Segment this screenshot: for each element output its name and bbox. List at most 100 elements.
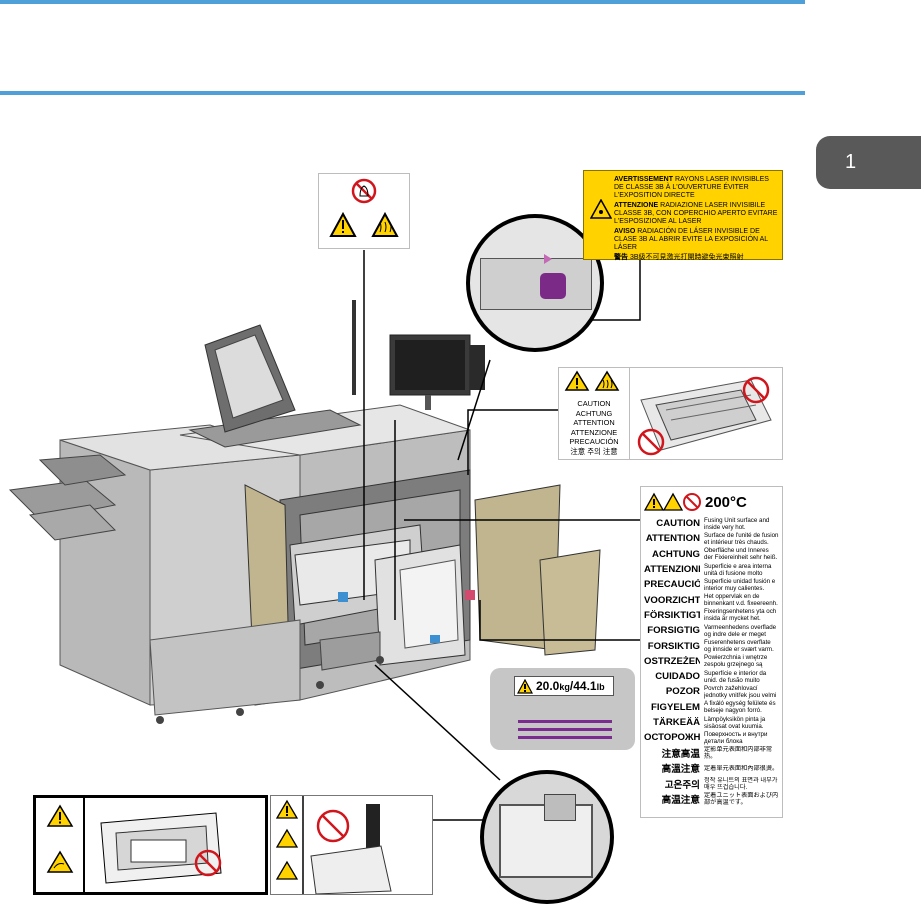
fusing-row-text: Superficie unidad fusión e interior muy … xyxy=(704,577,776,592)
laser-row: AVISO RADIACIÓN DE LÁSER INVISIBLE DE CL… xyxy=(614,228,768,251)
fusing-row: CAUTION Fusing Unit surface and inside ve… xyxy=(644,516,779,531)
chapter-number: 1 xyxy=(845,151,857,173)
laser-warning-label: AVERTISSEMENT RAYONS LASER INVISIBLES DE… xyxy=(583,170,783,262)
zoom-laser-panel xyxy=(480,258,592,310)
fusing-row-text: A fixáló egység felülete és belseje nagy… xyxy=(704,700,776,715)
fusing-row-lang: ОСТОРОЖНО xyxy=(644,732,700,744)
fusing-row-text: Powierzchnia i wnętrze zespołu grzejnego… xyxy=(704,654,768,669)
weight-label: 20.0kg/44.1lb xyxy=(490,668,635,750)
fusing-row: VOORZICHTIG Het oppervlak en de binnenkan… xyxy=(644,592,779,607)
fusing-temperature: 200°C xyxy=(705,493,747,511)
fusing-row: FIGYELEM A fixáló egység felülete és bels… xyxy=(644,700,779,715)
fusing-row-text: Поверхность и внутри детали блока термоз… xyxy=(704,730,768,745)
weight-value-kg: 20.0 xyxy=(536,679,560,693)
fusing-row-lang: 注意高温 xyxy=(661,749,700,761)
caution-line: PRECAUCIÓN xyxy=(569,437,619,447)
laser-row: ATTENZIONE RADIAZIONE LASER INVISIBILE C… xyxy=(614,202,778,225)
fusing-row-lang: FÖRSIKTIGT xyxy=(644,609,700,621)
fusing-rows: CAUTION Fusing Unit surface and inside ve… xyxy=(644,516,779,807)
fusing-row-text: Fusing Unit surface and inside very hot. xyxy=(704,516,770,531)
caution-multilang-label: CAUTION ACHTUNG ATTENTION ATTENZIONE PRE… xyxy=(558,367,783,460)
fusing-row-text: Varmeenhedens overflade og indre dele er… xyxy=(704,623,777,638)
drawer-hot-label xyxy=(33,795,268,895)
fusing-row: FORSIGTIG Varmeenhedens overflade og indr… xyxy=(644,623,779,638)
caution-text-col: CAUTION ACHTUNG ATTENTION ATTENZIONE PRE… xyxy=(559,368,630,459)
fusing-row-lang: PRECAUCIÓN xyxy=(644,579,700,591)
fusing-row-lang: ACHTUNG xyxy=(652,548,700,560)
fusing-row-text: 定着單元表面和內部很燙。 xyxy=(704,764,779,772)
drawer-hot-drawing xyxy=(46,798,222,892)
fusing-row-text: Povrch zažehlovací jednotky vnitřek jsou… xyxy=(704,684,777,699)
chapter-tab[interactable]: 1 xyxy=(816,136,921,189)
fusing-row: 고온주의 정착 유니트의 표면과 내부가 매우 뜨겁습니다. xyxy=(644,776,779,791)
no-hand-label xyxy=(270,795,433,895)
fusing-row-lang: FORSIKTIG xyxy=(647,640,700,652)
fusing-row-text: Fuserenhetens overflate og innside er sv… xyxy=(704,639,774,654)
fusing-header: 200°C xyxy=(644,491,779,513)
fusing-row-lang: OSTRZEŻENIE xyxy=(644,655,700,667)
fusing-row-lang: CUIDADO xyxy=(655,671,700,683)
fusing-row-lang: ATTENTION xyxy=(645,533,700,545)
fusing-row-text: 定着ユニット表面および内部が高温です。 xyxy=(704,791,779,806)
fusing-row: ACHTUNG Oberfläche und Inneres der Fixier… xyxy=(644,547,779,562)
laser-warning-icon xyxy=(590,199,612,219)
zoom-laser-arrow-icon xyxy=(544,254,552,264)
laser-label-rows: AVERTISSEMENT RAYONS LASER INVISIBLES DE… xyxy=(614,176,778,262)
caution-drawing xyxy=(637,376,772,456)
fusing-row-text: Superficie e area interna unità di fusio… xyxy=(704,562,772,577)
zoom-laser-knob xyxy=(540,273,566,299)
fusing-row-lang: 高温注意 xyxy=(661,794,700,806)
header-rule-top xyxy=(0,0,805,4)
weight-unit-lb: lb xyxy=(596,682,605,692)
weight-bar xyxy=(518,720,612,723)
weight-value-lb: 44.1 xyxy=(573,679,597,693)
zoom-circle-drawer xyxy=(480,770,614,904)
fusing-row: PRECAUCIÓN Superficie unidad fusión e int… xyxy=(644,577,779,592)
header-rule-bottom xyxy=(0,91,805,95)
caution-line: ACHTUNG xyxy=(575,408,613,418)
weight-bar xyxy=(518,736,612,739)
fusing-row-text: Surface de l'unité de fusion et intérieu… xyxy=(704,531,779,546)
fusing-row: 高溫注意定着單元表面和內部很燙。 xyxy=(644,761,779,776)
fusing-row-lang: 高溫注意 xyxy=(661,764,700,776)
fusing-header-icons xyxy=(644,492,701,511)
fusing-row-lang: CAUTION xyxy=(656,518,700,530)
weight-bar xyxy=(518,728,612,731)
printer-illustration xyxy=(8,250,641,821)
fusing-row: ATTENTION Surface de l'unité de fusion et… xyxy=(644,531,779,546)
weight-label-inner: 20.0kg/44.1lb xyxy=(514,676,614,696)
fusing-row: 注意高温定影单元表面和内部非常热。 xyxy=(644,745,779,760)
fusing-unit-label: 200°C CAUTION Fusing Unit surface and ins… xyxy=(640,486,783,818)
weight-sep: / xyxy=(569,679,574,693)
fusing-row-text: Fixeringsenhetens yta och insida är myck… xyxy=(704,608,777,623)
fusing-row-text: 정착 유니트의 표면과 내부가 매우 뜨겁습니다. xyxy=(704,776,778,791)
caution-line: ATTENZIONE xyxy=(570,427,618,437)
fusing-row-lang: 고온주의 xyxy=(664,779,700,791)
fusing-row: POZOR Povrch zažehlovací jednotky vnitřek… xyxy=(644,684,779,699)
laser-row: AVERTISSEMENT RAYONS LASER INVISIBLES DE… xyxy=(614,176,769,199)
weight-warning-icon xyxy=(517,678,533,694)
zoom-circle-laser xyxy=(466,214,604,352)
fusing-row-lang: POZOR xyxy=(665,686,700,698)
hot-surface-icons xyxy=(329,178,399,237)
fusing-row: FORSIKTIG Fuserenhetens overflate og inns… xyxy=(644,638,779,653)
fusing-row-lang: FORSIGTIG xyxy=(647,625,700,637)
fusing-row: FÖRSIKTIGT Fixeringsenhetens yta och insi… xyxy=(644,608,779,623)
weight-unit-kg: kg xyxy=(559,682,570,692)
caution-line: CAUTION xyxy=(577,399,611,408)
fusing-row-lang: VOORZICHTIG xyxy=(644,594,700,606)
hot-surface-label xyxy=(318,173,410,249)
caution-icons xyxy=(564,370,620,391)
fusing-row-text: Oberfläche und Inneres der Fixiereinheit… xyxy=(704,547,778,562)
fusing-row-lang: TÄRKEÄÄ xyxy=(653,717,700,728)
fusing-row-text: Lämpöyksikön pinta ja sisäosat ovat kuum… xyxy=(704,715,766,730)
caution-line: 注意 주의 注意 xyxy=(570,446,618,456)
fusing-row: 高温注意定着ユニット表面および内部が高温です。 xyxy=(644,791,779,806)
fusing-row-text: Het oppervlak en de binnenkant v.d. fixe… xyxy=(704,593,778,608)
no-hand-drawing xyxy=(275,796,392,895)
fusing-row-lang: FIGYELEM xyxy=(650,701,700,713)
fusing-row: OSTRZEŻENIE Powierzchnia i wnętrze zespoł… xyxy=(644,654,779,669)
laser-row: 警告 3B級不可見激光打開時避免光束照射 xyxy=(614,254,744,261)
